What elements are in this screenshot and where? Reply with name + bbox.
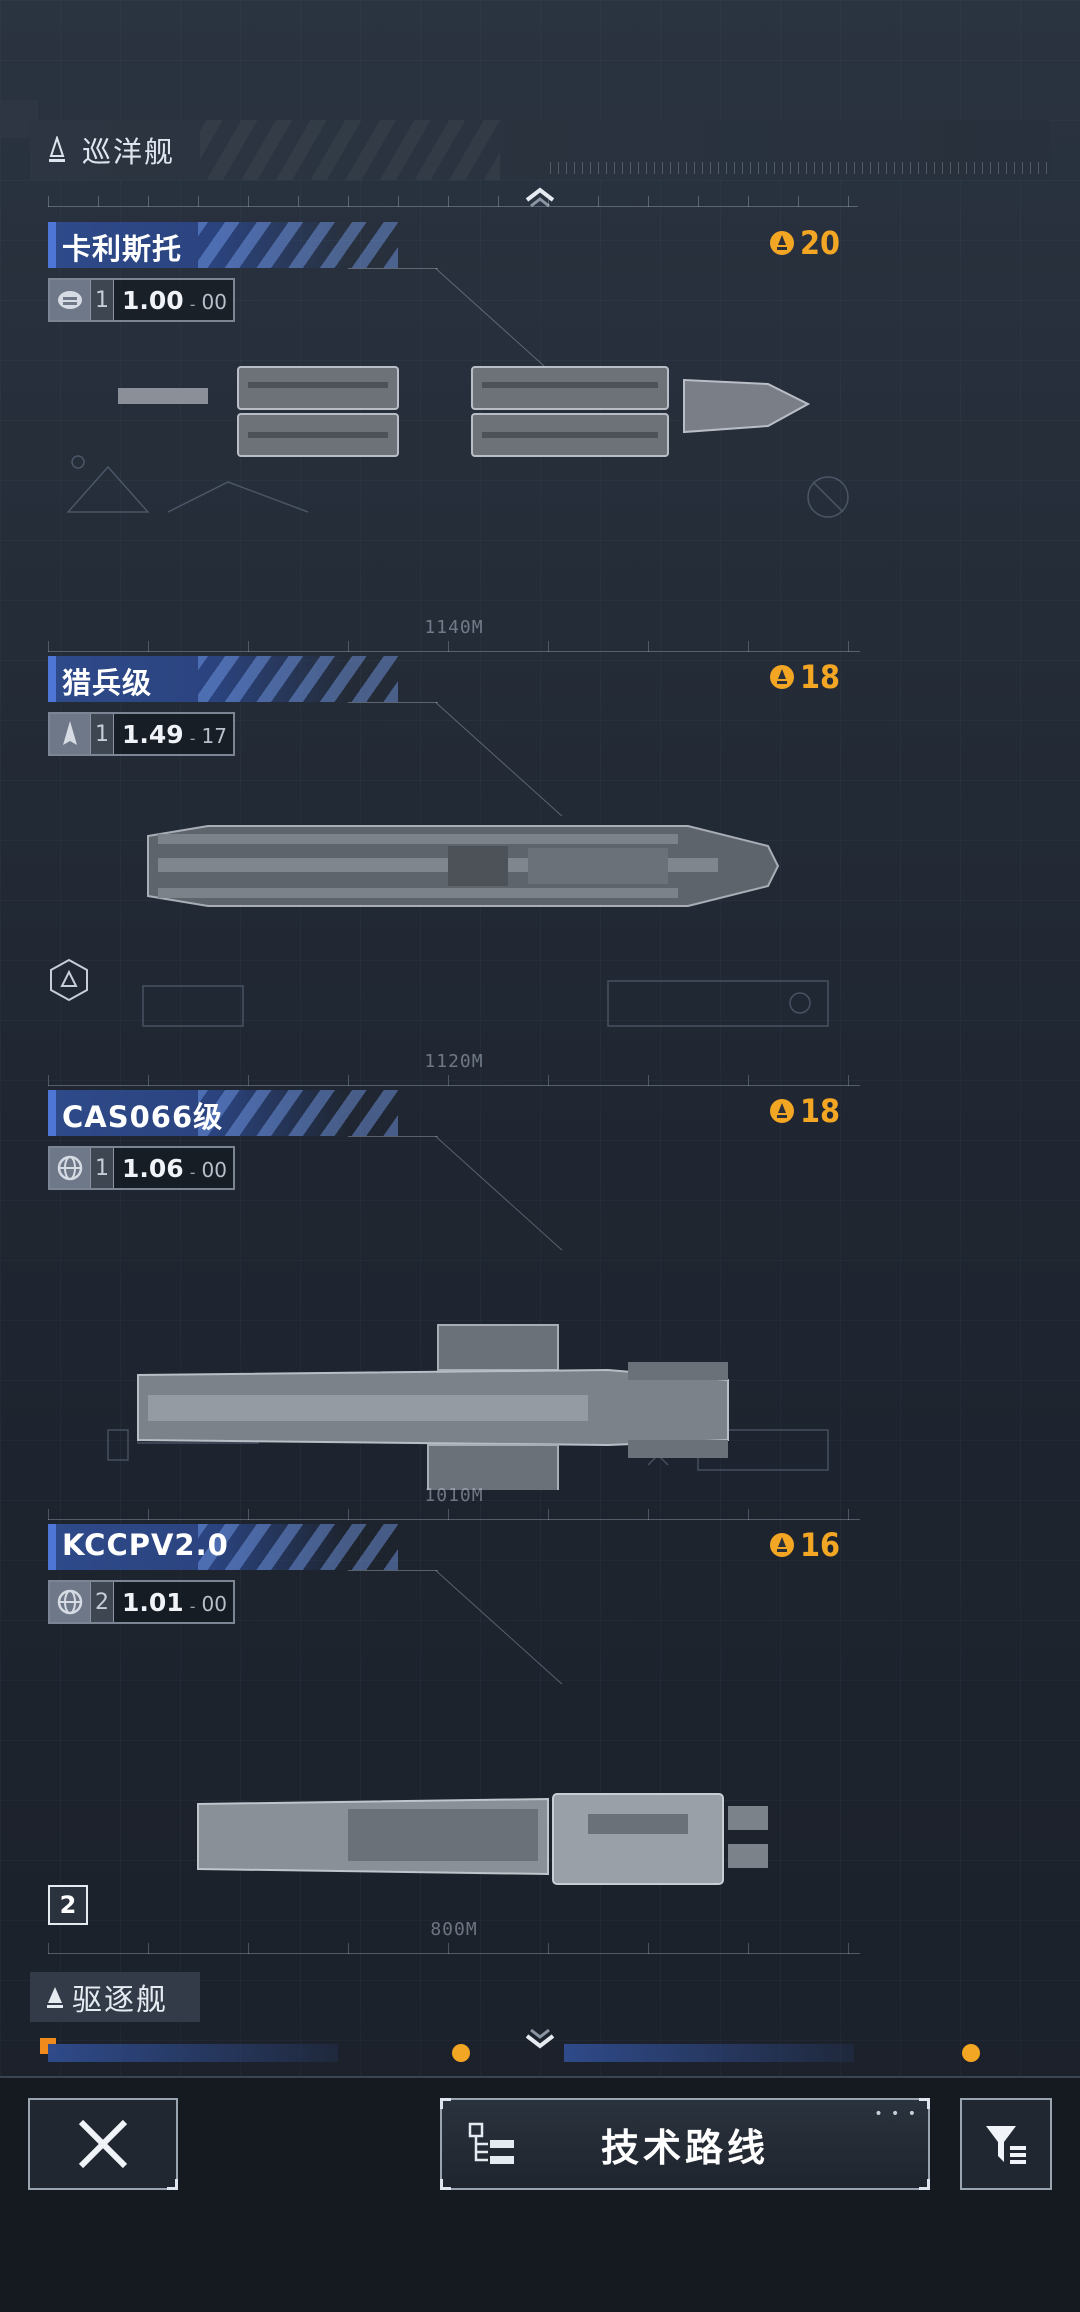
chevron-up-icon[interactable]: [523, 186, 557, 210]
section-title: 巡洋舰: [82, 135, 176, 169]
section-title: 驱逐舰: [72, 1983, 168, 2018]
count-badge: 2: [48, 1885, 88, 1925]
hexagon-marker-icon: [50, 958, 88, 1002]
chevron-down-icon[interactable]: [523, 2026, 557, 2050]
section-header-destroyer[interactable]: 驱逐舰: [30, 1972, 200, 2022]
next-ship-tag-peek: [564, 2044, 854, 2062]
close-button[interactable]: [28, 2098, 178, 2190]
ship-name: CAS066级: [62, 1100, 224, 1134]
close-icon: [78, 2119, 128, 2169]
ship-length: 800M: [430, 1919, 478, 1940]
ship-card[interactable]: 猎兵级 18 1 1.49 - 17 1: [48, 656, 860, 1086]
ship-card[interactable]: KCCPV2.0 16 2 1.01 - 00: [48, 1524, 860, 1954]
filter-icon: [986, 2126, 1026, 2164]
cost-gear-icon: [769, 1099, 794, 1123]
header-stripes: [200, 120, 500, 180]
tech-route-button[interactable]: 技术路线 • • •: [440, 2098, 930, 2190]
cargo-icon: [50, 280, 90, 320]
next-cost-icon-peek: [962, 2044, 980, 2062]
ship-card[interactable]: 卡利斯托 20 1 1.00 - 00: [48, 222, 860, 652]
ship-stat-row: 2 1.01 - 00: [48, 1580, 235, 1624]
ship-name: KCCPV2.0: [62, 1528, 229, 1562]
tech-tree-icon: [468, 2122, 514, 2164]
ship-card[interactable]: CAS066级 18 1 1.06 - 00: [48, 1090, 860, 1520]
ship-stat-row: 1 1.49 - 17: [48, 712, 235, 756]
ship-cost: 18: [768, 1092, 840, 1130]
ship-name: 猎兵级: [62, 666, 153, 700]
ship-render-image: [107, 1324, 829, 1490]
ship-cost: 20: [768, 224, 840, 262]
cruiser-class-icon: [49, 136, 65, 162]
globe-icon: [50, 1148, 90, 1188]
cost-gear-icon: [769, 665, 794, 689]
header-ruler: [550, 162, 1050, 174]
next-ship-tag-peek: [48, 2044, 338, 2062]
section-header-cruiser[interactable]: 巡洋舰: [30, 120, 1050, 180]
top-ruler: [48, 196, 858, 207]
ship-render-image: [66, 366, 849, 518]
next-cost-icon-peek: [452, 2044, 470, 2062]
ship-length: 1140M: [424, 617, 484, 638]
ship-name-tag: 卡利斯托: [48, 222, 398, 268]
ship-render-image: [142, 825, 829, 1027]
cost-gear-icon: [769, 231, 794, 255]
filter-button[interactable]: [960, 2098, 1052, 2190]
ship-silhouette-icon: [50, 714, 90, 754]
ship-name-tag: 猎兵级: [48, 656, 398, 702]
ship-name-tag: CAS066级: [48, 1090, 398, 1136]
ship-name-tag: KCCPV2.0: [48, 1524, 398, 1570]
tech-route-label: 技术路线: [600, 2125, 769, 2170]
ship-cost: 18: [768, 658, 840, 696]
ship-stat-row: 1 1.00 - 00: [48, 278, 235, 322]
ship-name: 卡利斯托: [62, 232, 183, 266]
ship-length: 1010M: [424, 1485, 484, 1506]
globe-icon: [50, 1582, 90, 1622]
ship-stat-row: 1 1.06 - 00: [48, 1146, 235, 1190]
ship-length: 1120M: [424, 1051, 484, 1072]
ship-render-image: [197, 1793, 768, 1885]
destroyer-class-icon: [47, 1987, 63, 2008]
cost-gear-icon: [769, 1533, 794, 1557]
ship-cost: 16: [768, 1526, 840, 1564]
